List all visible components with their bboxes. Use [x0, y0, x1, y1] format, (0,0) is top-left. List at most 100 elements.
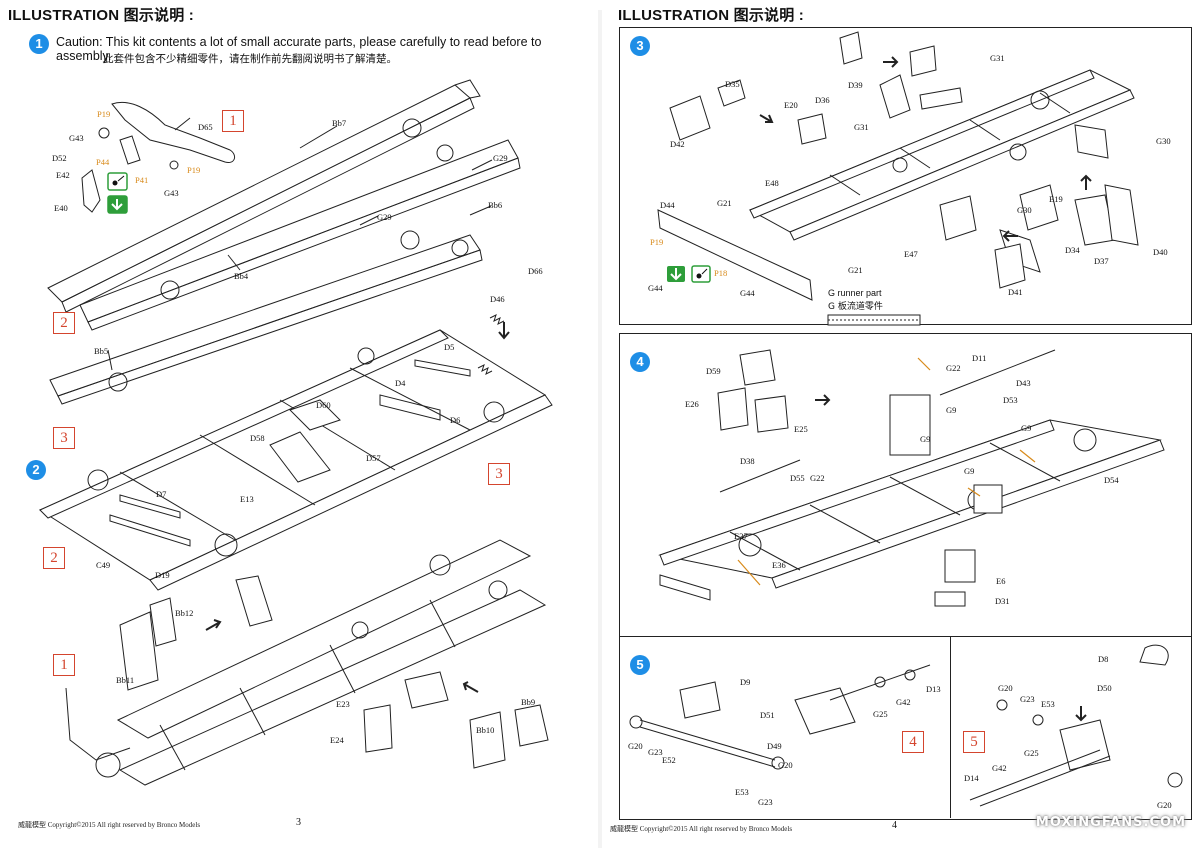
part-label-g9b: G9 [1021, 423, 1032, 433]
part-label-e37: E37 [734, 531, 748, 541]
part-label-d5: D5 [444, 342, 455, 352]
part-label-d65: D65 [198, 122, 213, 132]
copyright-footer: 威龍模型 Copyright©2015 All right reserved b… [610, 825, 793, 833]
part-label-g30: G30 [1156, 136, 1171, 146]
part-label-d34: D34 [1065, 245, 1080, 255]
part-label-bb11: Bb11 [116, 675, 135, 685]
part-label-d41: D41 [1008, 287, 1023, 297]
runner-note: G runner part [828, 288, 882, 298]
step-4-marker: 4 [630, 352, 650, 372]
callout-3: 3 [53, 427, 75, 449]
part-label-e47: E47 [904, 249, 918, 259]
part-label-d46: D46 [490, 294, 505, 304]
part-label-g21: G21 [717, 198, 732, 208]
part-label-c49: C49 [96, 560, 111, 570]
page-heading: ILLUSTRATION 图示说明 : [8, 7, 195, 24]
part-label-d19: D19 [155, 570, 170, 580]
part-label-g23: G23 [648, 747, 663, 757]
part-label-g9: G9 [946, 405, 957, 415]
part-label-e13: E13 [240, 494, 254, 504]
part-label-e25: E25 [794, 424, 808, 434]
part-label-p19: P19 [97, 109, 111, 119]
part-label-e23: E23 [336, 699, 350, 709]
part-label-g42b: G42 [992, 763, 1007, 773]
part-label-d4: D4 [395, 378, 406, 388]
part-label-d11: D11 [972, 353, 987, 363]
part-label-g20c: G20 [998, 683, 1013, 693]
step-5-marker: 5 [630, 655, 650, 675]
page-heading: ILLUSTRATION 图示说明 : [618, 7, 805, 24]
page-number: 4 [892, 820, 897, 831]
step-5-divider [950, 636, 951, 818]
part-label-e36: E36 [772, 560, 786, 570]
part-label-e52: E52 [662, 755, 676, 765]
part-label-g29b: G29 [377, 212, 392, 222]
part-label-g43: G43 [69, 133, 84, 143]
part-label-d49: D49 [767, 741, 782, 751]
step-3-4-5-drawing [629, 31, 1183, 807]
part-label-g42: G42 [896, 697, 911, 707]
part-label-d57: D57 [366, 453, 381, 463]
part-label-p41: P41 [135, 175, 149, 185]
part-label-g44b: G44 [740, 288, 755, 298]
part-label-d31: D31 [995, 596, 1010, 606]
part-label-e20: E20 [784, 100, 798, 110]
caution-text: Caution: This kit contents a lot of smal… [56, 35, 542, 63]
part-label-d60: D60 [316, 400, 331, 410]
part-label-d6: D6 [450, 415, 461, 425]
part-label-g29: G29 [493, 153, 508, 163]
part-label-d54: D54 [1104, 475, 1119, 485]
part-label-bb4: Bb4 [234, 271, 249, 281]
part-label-e19: E19 [1049, 194, 1063, 204]
part-label-d52: D52 [52, 153, 67, 163]
left-page: ILLUSTRATION 图示说明 : 1 Caution: This kit … [8, 7, 553, 829]
callout-4: 4 [902, 731, 924, 753]
part-label-g43b: G43 [164, 188, 179, 198]
part-label-d13: D13 [926, 684, 941, 694]
part-label-d44: D44 [660, 200, 675, 210]
part-label-g31b: G31 [854, 122, 869, 132]
part-label-d36: D36 [815, 95, 830, 105]
part-label-e53: E53 [735, 787, 749, 797]
part-label-g23b: G23 [758, 797, 773, 807]
part-label-bb9: Bb9 [521, 697, 536, 707]
part-label-g44: G44 [648, 283, 663, 293]
part-label-p44: P44 [96, 157, 110, 167]
part-label-d37: D37 [1094, 256, 1109, 266]
part-label-e26: E26 [685, 399, 699, 409]
part-label-g9c: G9 [920, 434, 931, 444]
part-label-bb10: Bb10 [476, 725, 495, 735]
part-label-g22: G22 [946, 363, 961, 373]
right-page: ILLUSTRATION 图示说明 : 3 4 5 [600, 0, 1200, 848]
part-label-g25b: G25 [1024, 748, 1039, 758]
step-4-panel [619, 333, 1192, 638]
part-label-e6: E6 [996, 576, 1006, 586]
part-label-p19: P19 [650, 237, 664, 247]
part-label-d43: D43 [1016, 378, 1031, 388]
callout-1: 1 [222, 110, 244, 132]
part-label-d9: D9 [740, 677, 751, 687]
part-label-g25: G25 [873, 709, 888, 719]
part-label-g22b: G22 [810, 473, 825, 483]
part-label-d35: D35 [725, 79, 740, 89]
part-label-g20d: G20 [1157, 800, 1172, 810]
part-label-d8: D8 [1098, 654, 1109, 664]
part-label-d40: D40 [1153, 247, 1168, 257]
part-label-d53: D53 [1003, 395, 1018, 405]
step-3-marker: 3 [630, 36, 650, 56]
part-label-d51: D51 [760, 710, 775, 720]
runner-note-chinese: G 板流道零件 [828, 302, 883, 312]
part-label-e24: E24 [330, 735, 344, 745]
part-label-d38: D38 [740, 456, 755, 466]
part-label-d55: D55 [790, 473, 805, 483]
part-label-g30b: G30 [1017, 205, 1032, 215]
page-gutter [598, 10, 602, 848]
part-label-g9d: G9 [964, 466, 975, 476]
part-label-g31: G31 [990, 53, 1005, 63]
callout-2: 2 [53, 312, 75, 334]
part-label-g23c: G23 [1020, 694, 1035, 704]
part-label-e48: E48 [765, 178, 779, 188]
part-label-d58: D58 [250, 433, 265, 443]
part-label-e40: E40 [54, 203, 68, 213]
step-1-2-frame-drawing [38, 79, 553, 786]
